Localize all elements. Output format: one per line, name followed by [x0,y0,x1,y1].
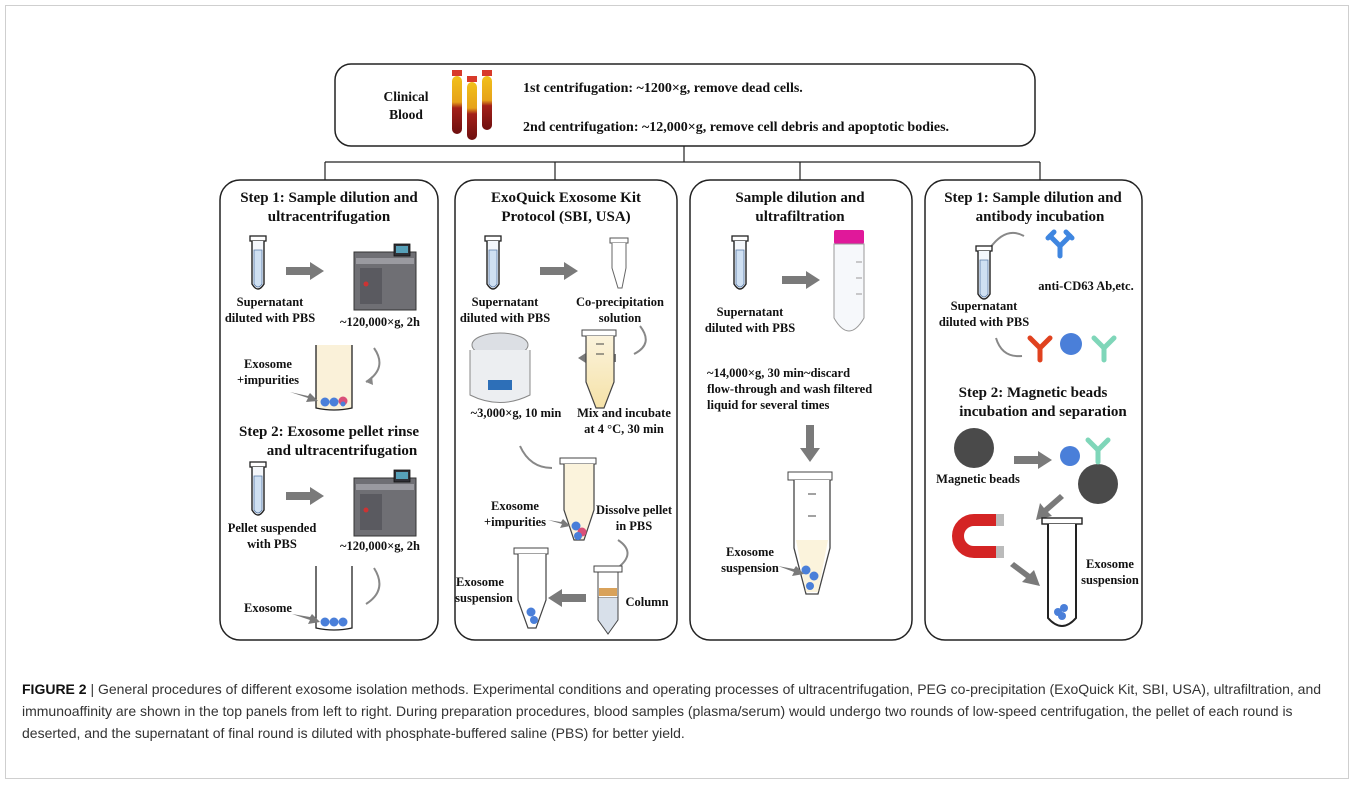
antibody-icon [1045,229,1075,259]
suspension-label: suspension [721,561,779,575]
exosome-suspension-tube-icon [513,547,549,629]
sample-label: Supernatant [472,295,540,309]
bead-exosome-complex-icon [1060,437,1118,504]
sample-label: diluted with PBS [225,311,315,325]
test-tube-icon [249,461,267,516]
panel-subtitle: and ultracentrifugation [267,443,418,459]
panel-subtitle: Step 2: Magnetic beads [959,385,1108,401]
source-label: Blood [389,107,423,122]
speed-label: ~120,000×g, 2h [340,315,420,329]
panel-title: Sample dilution and [735,190,865,206]
suspension-label: Exosome [456,575,504,589]
caption-text: | General procedures of different exosom… [22,681,1322,741]
ultracentrifuge-icon [353,469,417,537]
suspension-label: suspension [1081,573,1139,587]
workflow-diagram: Clinical Blood 1st centrifugation: ~1200… [219,63,1143,641]
separation-tube-icon [1041,517,1083,627]
exosome-impurities-label: Exosome [491,499,539,513]
magnetic-bead-icon [954,428,994,468]
spin-column-icon [593,565,623,635]
test-tube-icon [249,235,267,290]
suspension-label: suspension [455,591,513,605]
exosome-impurities-label: +impurities [237,373,299,387]
panel-subtitle: Step 2: Exosome pellet rinse [239,424,419,440]
incubation-label: at 4 °C, 30 min [584,422,664,436]
speed-label: ~120,000×g, 2h [340,539,420,553]
suspension-label: Exosome [1086,557,1134,571]
blood-tubes-icon [452,70,492,140]
panel-immunoaffinity: Step 1: Sample dilution and antibody inc… [924,179,1143,641]
test-tube-icon [484,235,502,290]
sample-label: Pellet suspended [228,521,317,535]
sample-label: Supernatant [951,299,1019,313]
dissolve-label: Dissolve pellet [596,503,673,517]
sample-label: with PBS [247,537,297,551]
sample-label: diluted with PBS [705,321,795,335]
figure-caption: FIGURE 2 | General procedures of differe… [22,678,1340,744]
eppendorf-tube-icon [778,471,833,595]
ultrafiltration-step-text: flow-through and wash filtered [707,382,872,396]
second-centrifugation-text: 2nd centrifugation: ~12,000×g, remove ce… [523,120,949,135]
top-box: Clinical Blood 1st centrifugation: ~1200… [334,63,1036,147]
panel-ultracentrifugation: Step 1: Sample dilution and ultracentrif… [219,179,439,641]
panel-ultrafiltration: Sample dilution and ultrafiltration Supe… [689,179,913,641]
ultrafiltration-step-text: ~14,000×g, 30 min~discard [707,366,850,380]
panel-title: Protocol (SBI, USA) [501,209,630,225]
reagent-label: Co-precipitation [576,295,664,309]
exosome-impurities-label: Exosome [244,357,292,371]
exosome-label: Exosome [244,601,292,615]
figure-number: FIGURE 2 [22,681,87,697]
source-label: Clinical [383,89,428,104]
first-centrifugation-text: 1st centrifugation: ~1200×g, remove dead… [523,81,803,96]
panel-title: Step 1: Sample dilution and [240,190,418,206]
antibody-exosome-complex-icon [1027,333,1117,363]
column-label: Column [625,595,668,609]
sample-label: diluted with PBS [460,311,550,325]
curved-arrow-icon [365,567,381,605]
down-arrow-icon [800,425,820,462]
antibody-label: anti-CD63 Ab,etc. [1038,279,1133,293]
sample-label: Supernatant [717,305,785,319]
test-tube-icon [731,235,749,290]
dissolve-label: in PBS [616,519,653,533]
coprecipitation-tube-icon [609,237,629,289]
reagent-label: solution [599,311,641,325]
panel-title: ultracentrifugation [268,209,391,225]
ultrafiltration-step-text: liquid for several times [707,398,829,412]
panel-title: ultrafiltration [755,209,845,225]
diagonal-arrow-icon [1036,494,1064,520]
sample-label: Supernatant [237,295,305,309]
ultracentrifuge-icon [353,243,417,311]
panel-title: Step 1: Sample dilution and [944,190,1122,206]
ultrafiltration-tube-icon [833,230,865,332]
sample-label: diluted with PBS [939,315,1029,329]
figure-frame [5,5,1349,779]
panel-title: antibody incubation [976,209,1105,225]
benchtop-centrifuge-icon [469,332,531,403]
exosome-tube-icon [292,566,353,631]
panel-subtitle: incubation and separation [959,404,1127,420]
mix-tube-icon [581,329,617,409]
panel-exoquick: ExoQuick Exosome Kit Protocol (SBI, USA)… [454,179,678,641]
pellet-tube-icon [290,345,353,411]
magnet-icon [952,514,1004,558]
pellet-eppendorf-icon [548,457,597,541]
test-tube-icon [975,245,993,300]
panel-title: ExoQuick Exosome Kit [491,190,641,206]
beads-label: Magnetic beads [936,472,1020,486]
spin-label: ~3,000×g, 10 min [471,406,562,420]
exosome-impurities-label: +impurities [484,515,546,529]
incubation-label: Mix and incubate [577,406,671,420]
connector-bracket [324,146,1041,180]
suspension-label: Exosome [726,545,774,559]
diagonal-arrow-icon [1010,562,1040,586]
